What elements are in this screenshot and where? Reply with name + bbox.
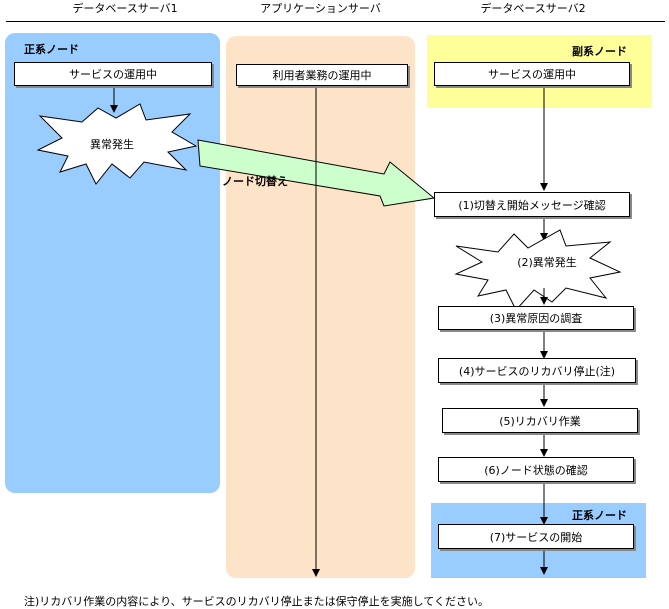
db2-step-4-box: (4)サービスのリカバリ停止(注) — [438, 358, 636, 383]
header-app-server: アプリケーションサーバ — [260, 2, 381, 15]
header-db-server-1: データベースサーバ1 — [72, 2, 178, 15]
app-user-operations-box: 利用者業務の運用中 — [236, 64, 408, 86]
db2-step-5-box: (5)リカバリ作業 — [442, 408, 638, 433]
footnote: 注)リカバリ作業の内容により、サービスのリカバリ停止または保守停止を実施してくだ… — [24, 595, 489, 608]
db2-failure-burst — [454, 229, 622, 311]
db1-failure-text: 異常発生 — [90, 138, 134, 151]
db2-step-2-text: (2)異常発生 — [517, 256, 577, 269]
primary-node-label-db1: 正系ノード — [24, 43, 79, 56]
db1-service-running-box: サービスの運用中 — [14, 62, 212, 86]
header-divider — [6, 21, 665, 22]
db2-step-6-box: (6)ノード状態の確認 — [438, 457, 634, 482]
db2-service-running-box: サービスの運用中 — [434, 62, 630, 86]
db2-step-7-box: (7)サービスの開始 — [438, 524, 634, 549]
db1-failure-burst — [36, 103, 198, 185]
db2-step-3-box: (3)異常原因の調査 — [438, 306, 634, 330]
primary-node-label-db2: 正系ノード — [572, 509, 627, 522]
node-switch-label: ノード切替え — [222, 175, 288, 188]
db2-step-1-box: (1)切替え開始メッセージ確認 — [434, 192, 630, 217]
secondary-node-label-db2: 副系ノード — [572, 45, 627, 58]
header-db-server-2: データベースサーバ2 — [480, 2, 586, 15]
lane-app-server — [226, 36, 415, 578]
